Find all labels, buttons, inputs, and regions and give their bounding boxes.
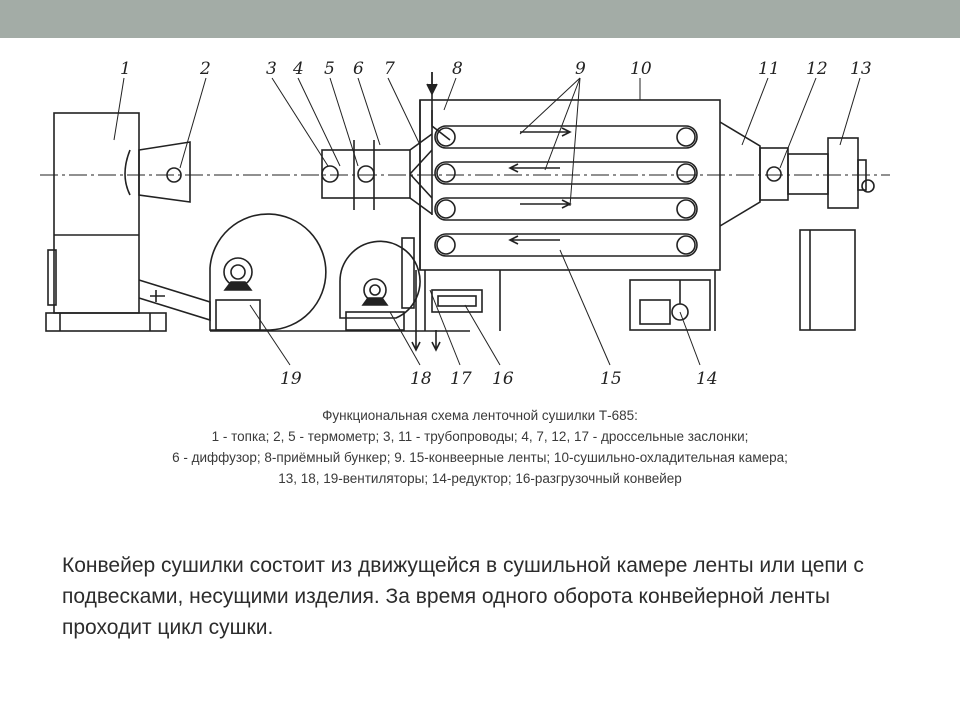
caption-line: 6 - диффузор; 8-приёмный бункер; 9. 15-к…	[172, 450, 788, 465]
callout-1: 1	[120, 59, 131, 79]
pipeline	[321, 110, 433, 215]
callout-13: 13	[850, 59, 872, 79]
callout-18: 18	[410, 369, 432, 389]
callout-17: 17	[450, 369, 472, 389]
fan-18	[339, 237, 421, 331]
callout-4: 4	[292, 59, 304, 79]
callout-16: 16	[492, 369, 514, 389]
callout-15: 15	[600, 369, 622, 389]
body-paragraph: Конвейер сушилки состоит из движущейся в…	[62, 554, 864, 639]
thermometer-nozzle	[124, 141, 191, 203]
callout-11: 11	[758, 59, 780, 79]
fan-13	[787, 137, 875, 331]
dryer-diagram: 1 2 3 4 5 6 7 8 9 10 11 12 13 14 15 16 1…	[40, 50, 920, 400]
callout-6: 6	[353, 59, 364, 79]
caption-line: 13, 18, 19-вентиляторы; 14-редуктор; 16-…	[278, 471, 682, 486]
callout-19: 19	[280, 369, 302, 389]
furnace	[45, 112, 167, 332]
fan-19	[209, 213, 327, 331]
caption-title: Функциональная схема ленточной сушилки Т…	[322, 408, 638, 423]
callout-9: 9	[575, 59, 586, 79]
callout-7: 7	[384, 59, 395, 79]
diagram-caption: Функциональная схема ленточной сушилки Т…	[120, 405, 840, 489]
callout-2: 2	[199, 59, 211, 79]
drying-chamber	[419, 72, 721, 331]
callout-12: 12	[806, 59, 828, 79]
callout-14: 14	[696, 369, 718, 389]
callout-10: 10	[630, 59, 652, 79]
top-bar	[0, 0, 960, 38]
callout-3: 3	[266, 59, 277, 79]
callout-8: 8	[452, 59, 463, 79]
outlet-pipe	[719, 121, 789, 227]
callout-5: 5	[324, 59, 335, 79]
caption-line: 1 - топка; 2, 5 - термометр; 3, 11 - тру…	[211, 429, 749, 444]
